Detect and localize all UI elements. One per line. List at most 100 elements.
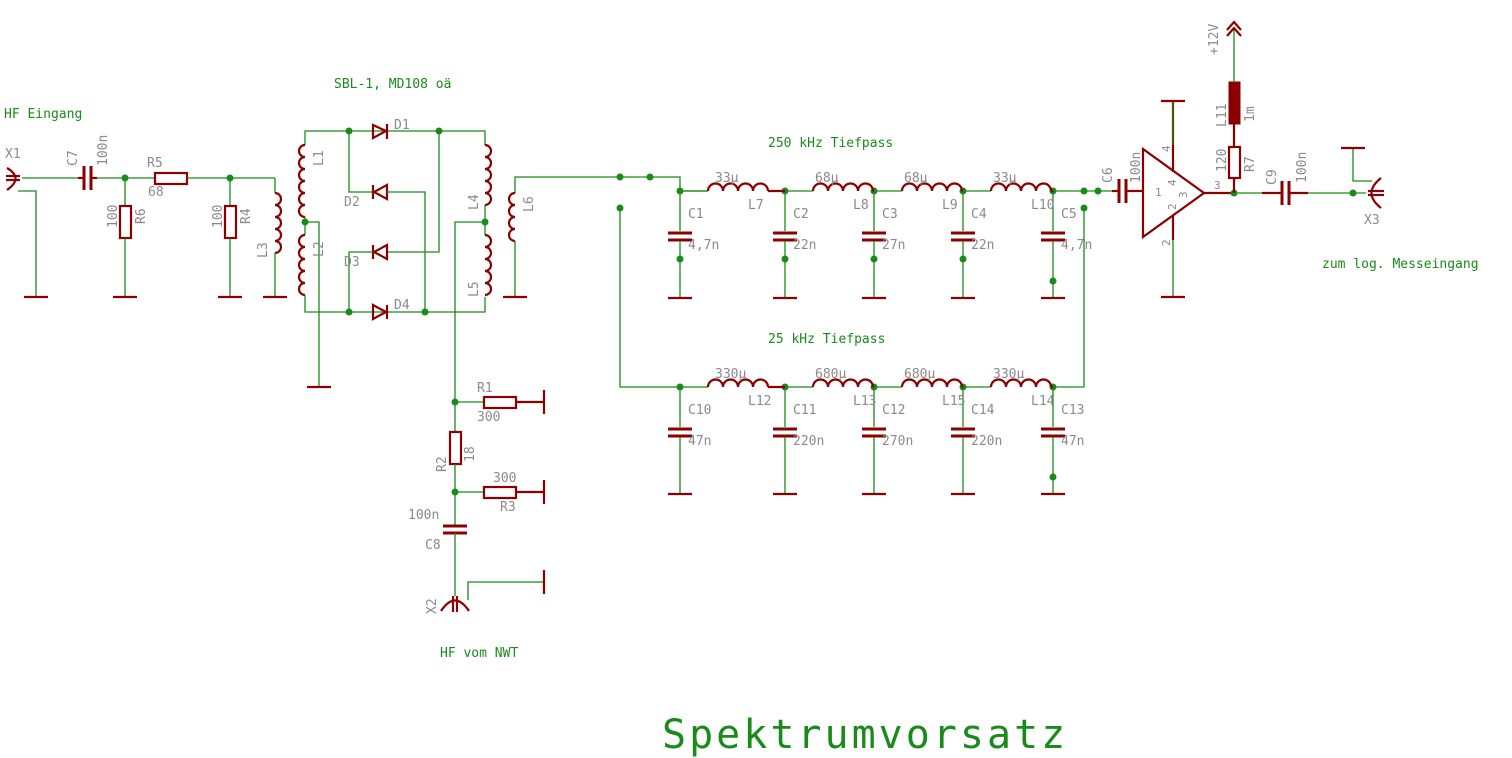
capacitor-c11[interactable] (773, 427, 797, 438)
label-c9: C9 (1265, 169, 1280, 185)
label-r5: R5 (147, 156, 163, 171)
label-x1: X1 (5, 147, 21, 162)
label-l4: L4 (467, 194, 482, 210)
inductor-l4[interactable] (484, 143, 493, 207)
label-l7: L7 (748, 198, 764, 213)
capacitor-c14[interactable] (951, 427, 975, 438)
pin-2-inner: 2 (1166, 203, 1179, 210)
value-l12: 330µ (715, 367, 746, 382)
label-c14: C14 (971, 403, 995, 418)
capacitor-c4[interactable] (951, 231, 975, 242)
pin-1: 1 (1155, 186, 1162, 199)
label-c3: C3 (882, 207, 898, 222)
capacitor-c2[interactable] (773, 231, 797, 242)
resistor-r6[interactable] (118, 204, 133, 240)
label-l15: L15 (942, 394, 965, 409)
resistor-r2[interactable] (448, 430, 463, 466)
resistor-r5[interactable] (153, 171, 189, 186)
value-c2: 22n (793, 238, 816, 253)
inductor-l10[interactable] (989, 182, 1053, 192)
value-r1: 300 (477, 410, 500, 425)
label-c5: C5 (1061, 207, 1077, 222)
inductor-l8[interactable] (811, 182, 875, 192)
inductor-l13[interactable] (811, 378, 875, 388)
diode-d2[interactable] (371, 183, 389, 201)
inductor-l9[interactable] (900, 182, 964, 192)
inductor-l5[interactable] (484, 233, 493, 297)
label-x2: X2 (425, 598, 440, 614)
label-c1: C1 (688, 207, 704, 222)
label-c2: C2 (793, 207, 809, 222)
value-c12: 270n (882, 434, 913, 449)
label-r1: R1 (477, 381, 493, 396)
lowpass-25khz: 25 kHz Tiefpass (768, 187, 1112, 388)
capacitor-c8[interactable] (443, 524, 467, 535)
diode-d4[interactable] (371, 303, 389, 321)
label-c11: C11 (793, 403, 816, 418)
pin-3-inner: 3 (1177, 191, 1190, 198)
note-hf-input: HF Eingang (4, 107, 82, 122)
capacitor-c3[interactable] (862, 231, 886, 242)
resistor-r3[interactable] (482, 485, 518, 500)
value-r4: 100 (211, 205, 226, 228)
resistor-r7[interactable] (1227, 145, 1242, 180)
resistor-r1[interactable] (482, 395, 518, 410)
amplifier-section: C6 100n 1 2 4 3 4 2 3 +12V 120 R7 L11 1m (1101, 20, 1479, 299)
pin-4-outer: 4 (1160, 145, 1173, 152)
value-l11: 1m (1243, 106, 1258, 122)
label-r2: R2 (435, 456, 450, 472)
label-l8: L8 (853, 198, 869, 213)
inductor-l1[interactable] (297, 143, 306, 219)
connector-x1[interactable] (6, 167, 20, 191)
capacitor-c5[interactable] (1041, 231, 1065, 242)
diode-d1[interactable] (371, 123, 389, 140)
label-d2: D2 (344, 195, 360, 210)
label-l12: L12 (748, 394, 771, 409)
inductor-l3[interactable] (274, 191, 283, 255)
label-r3: R3 (500, 500, 516, 515)
value-r5: 68 (148, 185, 164, 200)
value-c3: 27n (882, 238, 905, 253)
label-l3: L3 (256, 242, 271, 258)
value-r6: 100 (106, 205, 121, 228)
label-c12: C12 (882, 403, 905, 418)
connector-x3[interactable] (1368, 177, 1384, 209)
value-c9: 100n (1295, 152, 1310, 183)
label-l10: L10 (1031, 198, 1054, 213)
capacitor-c6[interactable] (1112, 179, 1143, 203)
diode-d3[interactable] (371, 243, 389, 261)
pin-3-outer: 3 (1214, 179, 1221, 192)
value-l14: 330µ (993, 367, 1024, 382)
inductor-l12[interactable] (706, 378, 770, 388)
label-l13: L13 (853, 394, 876, 409)
label-c13: C13 (1061, 403, 1084, 418)
capacitor-c1[interactable] (668, 231, 692, 242)
capacitor-c7[interactable] (78, 166, 97, 190)
inductor-l14[interactable] (989, 378, 1053, 388)
inductor-l15[interactable] (900, 378, 964, 388)
value-c1: 4,7n (688, 238, 719, 253)
value-c13: 47n (1061, 434, 1084, 449)
value-l10: 33µ (993, 171, 1017, 186)
capacitor-c13[interactable] (1041, 427, 1065, 438)
value-l7: 33µ (715, 171, 739, 186)
choke-l11[interactable] (1228, 81, 1241, 125)
value-r3: 300 (493, 471, 516, 486)
resistor-r4[interactable] (223, 204, 238, 240)
label-l5: L5 (467, 281, 482, 297)
label-l1: L1 (312, 150, 327, 166)
lowpass-250khz-ladder: C14,7nC222nC327nC422nC54,7n33µL768µL868µ… (668, 171, 1092, 300)
connector-x2[interactable] (440, 596, 470, 612)
label-l11: L11 (1215, 104, 1230, 127)
inductor-l6[interactable] (507, 191, 516, 243)
capacitor-c12[interactable] (862, 427, 886, 438)
capacitor-c10[interactable] (668, 427, 692, 438)
note-log-out: zum log. Messeingang (1322, 257, 1479, 272)
label-d1: D1 (394, 118, 410, 133)
label-r7: R7 (1243, 156, 1258, 172)
value-c8: 100n (408, 508, 439, 523)
inductor-l2[interactable] (297, 233, 306, 297)
note-lp25: 25 kHz Tiefpass (768, 332, 885, 347)
capacitor-c9[interactable] (1262, 181, 1308, 205)
inductor-l7[interactable] (706, 182, 770, 192)
